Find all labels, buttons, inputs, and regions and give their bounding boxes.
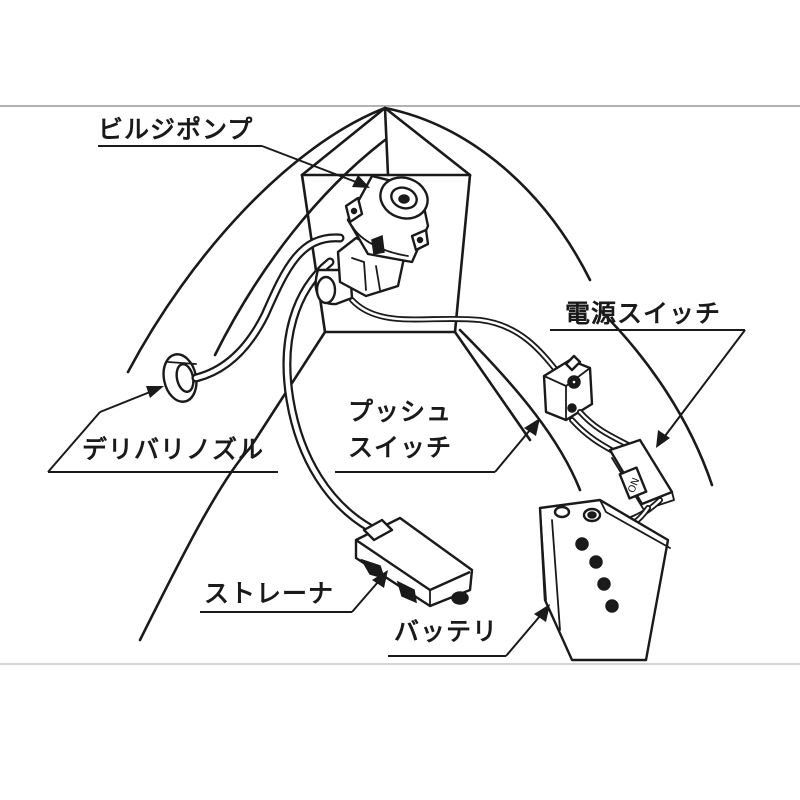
label-strainer: ストレーナ — [200, 570, 388, 613]
svg-text:プッシュ: プッシュ — [348, 397, 452, 426]
label-push-switch: プッシュ スイッチ — [335, 397, 540, 473]
power-switch: ON — [608, 438, 675, 511]
svg-text:ビルジポンプ: ビルジポンプ — [98, 115, 253, 144]
hull-outline — [126, 106, 714, 642]
power-switch-plate-text: ON — [626, 476, 642, 494]
label-battery: バッテリ — [388, 604, 550, 657]
svg-text:ストレーナ: ストレーナ — [204, 579, 334, 608]
bilge-pump — [314, 174, 430, 306]
svg-text:バッテリ: バッテリ — [394, 617, 498, 646]
svg-text:デリバリノズル: デリバリノズル — [82, 435, 264, 464]
label-delivery-nozzle: デリバリノズル — [47, 386, 278, 473]
bow-compartment — [248, 106, 532, 450]
svg-text:電源スイッチ: 電源スイッチ — [565, 299, 721, 328]
svg-text:スイッチ: スイッチ — [348, 433, 452, 462]
push-switch — [542, 354, 594, 422]
label-power-switch: 電源スイッチ — [550, 299, 746, 448]
strainer — [354, 516, 474, 608]
label-bilge-pump: ビルジポンプ — [98, 115, 370, 188]
battery — [538, 498, 671, 662]
